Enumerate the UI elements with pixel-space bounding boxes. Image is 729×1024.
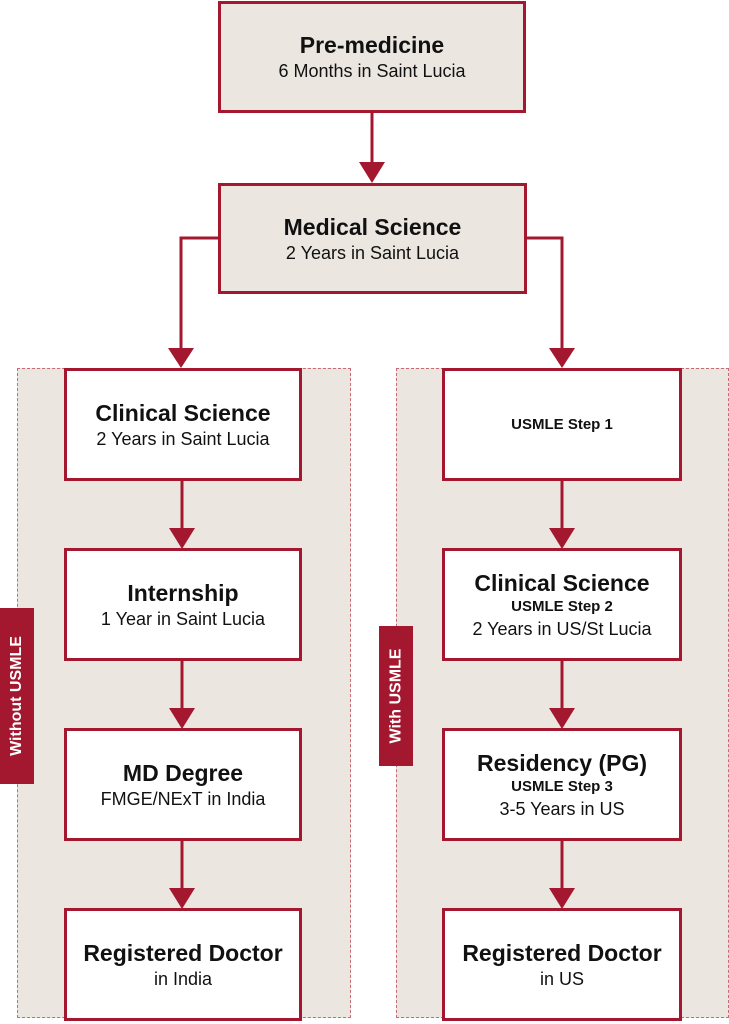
arrowhead-right-1 xyxy=(549,528,575,549)
medical-science-box: Medical Science 2 Years in Saint Lucia xyxy=(218,183,527,294)
arrowhead-medsci xyxy=(359,162,385,183)
left-registered-doctor-location: in India xyxy=(153,968,213,989)
left-clinical-science-box: Clinical Science 2 Years in Saint Lucia xyxy=(64,368,302,481)
usmle-step2-label: USMLE Step 2 xyxy=(511,597,613,615)
usmle-step3-label: USMLE Step 3 xyxy=(511,777,613,795)
arrowhead-right-2 xyxy=(549,708,575,729)
arrowhead-right-3 xyxy=(549,888,575,909)
without-usmle-tab: Without USMLE xyxy=(0,608,34,784)
md-degree-note: FMGE/NExT in India xyxy=(100,788,266,809)
arrow-medsci-to-right xyxy=(527,236,564,352)
right-clinical-science-box: Clinical Science USMLE Step 2 2 Years in… xyxy=(442,548,682,661)
with-usmle-tab: With USMLE xyxy=(379,626,413,766)
arrow-medsci-to-left xyxy=(179,236,218,352)
right-clinical-science-duration: 2 Years in US/St Lucia xyxy=(472,618,652,639)
medical-science-duration: 2 Years in Saint Lucia xyxy=(285,242,460,263)
internship-duration: 1 Year in Saint Lucia xyxy=(100,608,266,629)
right-registered-doctor-box: Registered Doctor in US xyxy=(442,908,682,1021)
md-degree-title: MD Degree xyxy=(122,759,244,786)
left-clinical-science-title: Clinical Science xyxy=(95,399,271,426)
usmle-step1-box: USMLE Step 1 xyxy=(442,368,682,481)
right-registered-doctor-title: Registered Doctor xyxy=(462,939,662,966)
right-registered-doctor-location: in US xyxy=(539,968,584,989)
left-registered-doctor-title: Registered Doctor xyxy=(83,939,283,966)
internship-box: Internship 1 Year in Saint Lucia xyxy=(64,548,302,661)
md-degree-box: MD Degree FMGE/NExT in India xyxy=(64,728,302,841)
arrowhead-left-2 xyxy=(169,708,195,729)
arrowhead-left-top xyxy=(168,348,194,368)
internship-title: Internship xyxy=(127,579,239,606)
premedicine-box: Pre-medicine 6 Months in Saint Lucia xyxy=(218,1,526,113)
arrowhead-left-1 xyxy=(169,528,195,549)
residency-title: Residency (PG) xyxy=(477,749,647,776)
residency-duration: 3-5 Years in US xyxy=(499,798,625,819)
right-clinical-science-title: Clinical Science xyxy=(474,569,650,596)
premedicine-duration: 6 Months in Saint Lucia xyxy=(278,61,466,81)
residency-box: Residency (PG) USMLE Step 3 3-5 Years in… xyxy=(442,728,682,841)
left-registered-doctor-box: Registered Doctor in India xyxy=(64,908,302,1021)
arrowhead-left-3 xyxy=(169,888,195,909)
left-clinical-science-duration: 2 Years in Saint Lucia xyxy=(96,428,270,449)
usmle-step1-label: USMLE Step 1 xyxy=(511,415,613,433)
medical-science-title: Medical Science xyxy=(283,213,462,240)
premedicine-title: Pre-medicine xyxy=(299,32,445,58)
arrowhead-right-top xyxy=(549,348,575,368)
